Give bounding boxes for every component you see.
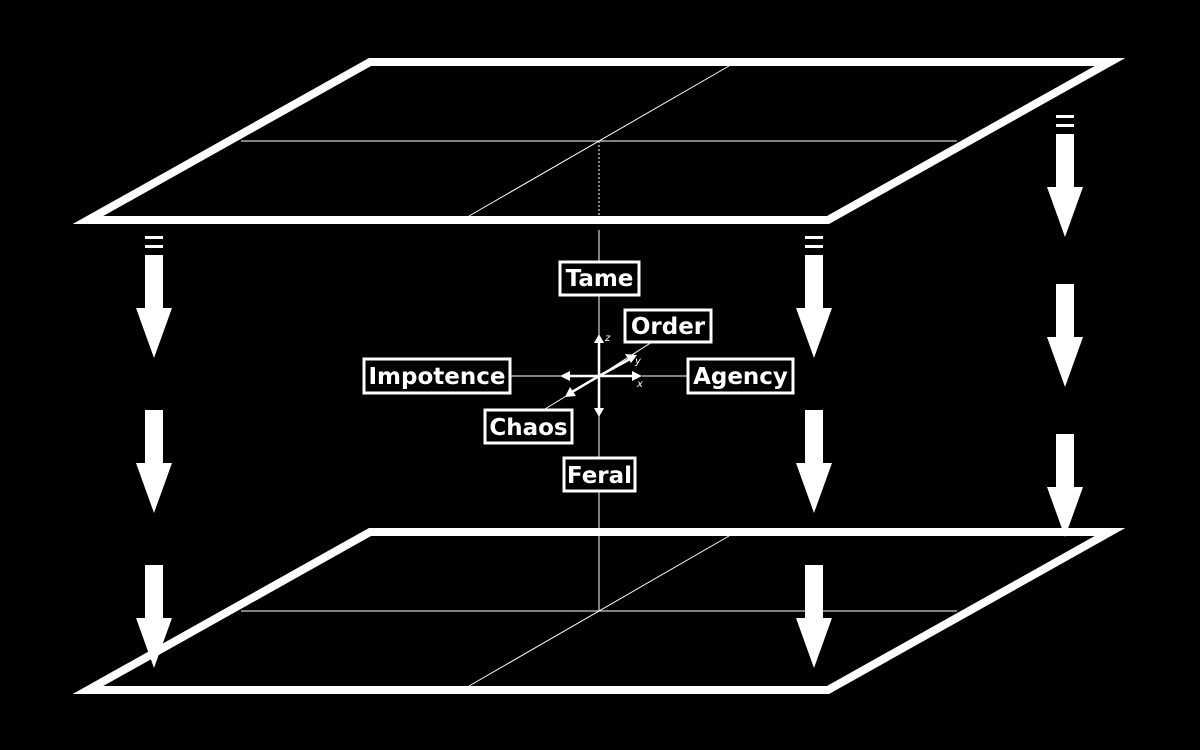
x-axis-letter: x	[636, 379, 643, 390]
y-axis-arrowhead	[625, 354, 637, 363]
label-impotence: Impotence	[362, 357, 512, 395]
down-arrow-icon	[136, 410, 172, 513]
down-arrow-icon	[1047, 284, 1083, 387]
z-axis-arrowhead	[594, 334, 604, 343]
x-axis-negative-arrowhead	[560, 371, 570, 381]
label-agency: Agency	[686, 357, 795, 395]
label-feral: Feral	[562, 456, 637, 493]
top-plane-outline	[72, 58, 1126, 224]
label-agency-text: Agency	[693, 364, 788, 390]
label-order: Order	[623, 308, 713, 344]
y-axis-back	[571, 374, 600, 394]
down-arrow-icon	[796, 410, 832, 513]
equals-sign-icon	[805, 236, 823, 248]
down-arrow-icon	[1047, 434, 1083, 537]
label-feral-text: Feral	[567, 463, 632, 489]
arrow-column-left	[136, 236, 172, 668]
down-arrow-icon	[136, 565, 172, 668]
arrow-column-right	[1047, 115, 1083, 537]
down-arrow-icon	[796, 565, 832, 668]
z-axis-negative-arrowhead	[594, 408, 604, 417]
down-arrow-icon	[796, 255, 832, 358]
label-chaos-text: Chaos	[489, 415, 567, 441]
label-chaos: Chaos	[483, 408, 574, 445]
bottom-plane-outline	[72, 528, 1126, 694]
arrow-column-middle	[796, 236, 832, 668]
label-impotence-text: Impotence	[369, 364, 506, 390]
z-axis-letter: z	[604, 333, 611, 344]
top-plane	[72, 58, 1126, 224]
label-tame: Tame	[558, 260, 641, 297]
y-axis-forward	[598, 357, 631, 378]
x-axis-arrowhead	[632, 371, 642, 381]
label-order-text: Order	[631, 314, 706, 340]
label-tame-text: Tame	[566, 266, 634, 292]
down-arrow-icon	[1047, 134, 1083, 237]
down-arrow-icon	[136, 255, 172, 358]
y-axis-negative-arrowhead	[565, 387, 576, 397]
equals-sign-icon	[145, 236, 163, 248]
equals-sign-icon	[1056, 115, 1074, 127]
coordinate-axes: z y x	[560, 333, 643, 417]
y-axis-letter: y	[634, 356, 642, 367]
